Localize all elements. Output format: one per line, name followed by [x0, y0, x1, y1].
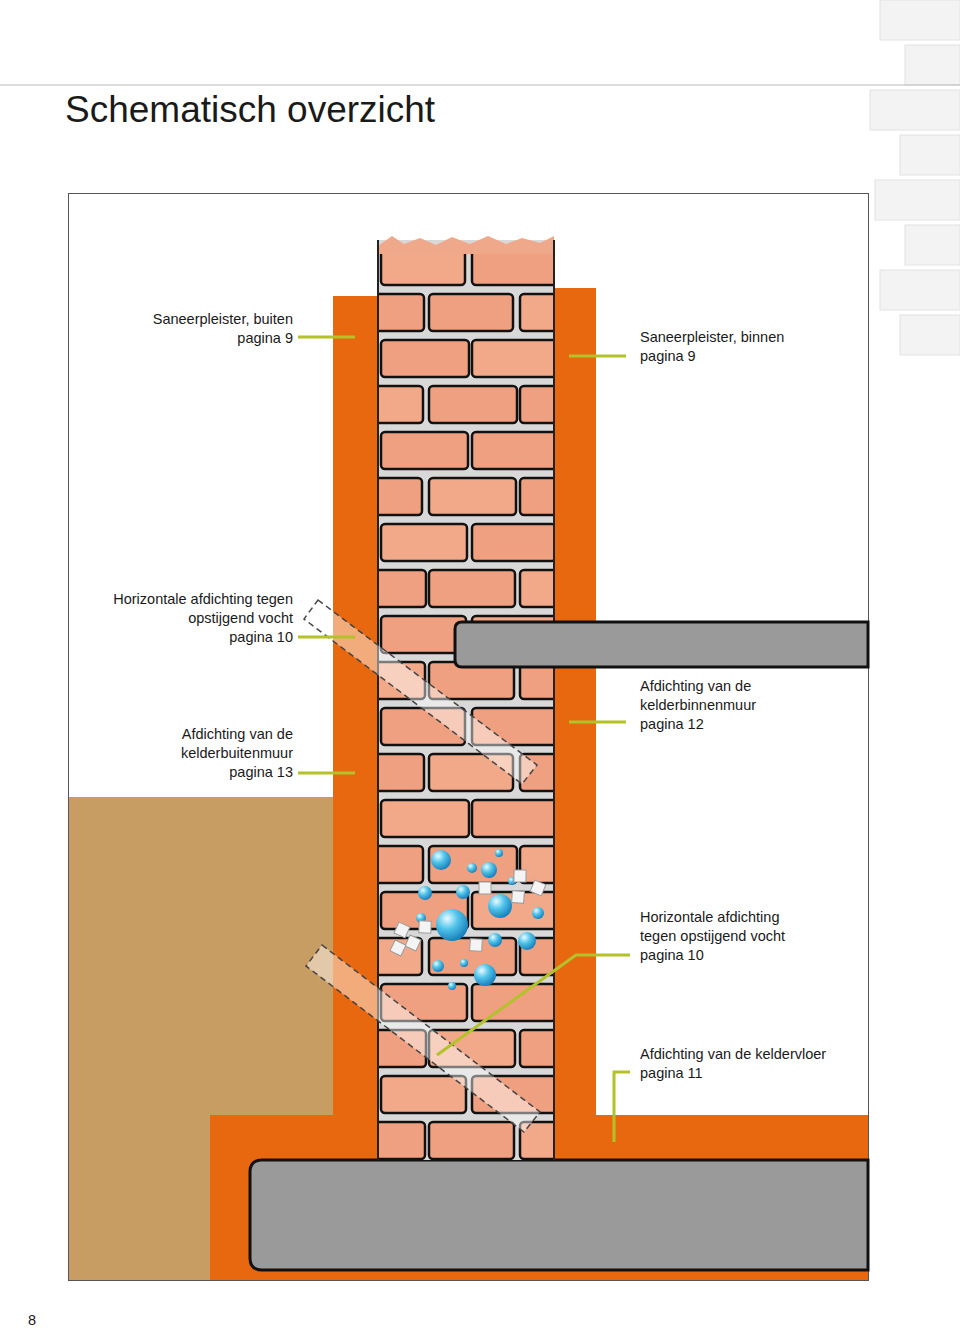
callout-label: Horizontale afdichting tegen opstijgend … [108, 590, 293, 628]
foundation-slab [250, 1160, 868, 1270]
callout-label: Afdichting van de kelderbinnenmuur [640, 677, 770, 715]
top-rule [0, 85, 960, 86]
background-texture [870, 0, 960, 355]
page-reference: pagina 11 [640, 1064, 860, 1083]
leader-lines [298, 337, 630, 1142]
page-title: Schematisch overzicht [65, 88, 435, 132]
callout-label: Saneerpleister, buiten [93, 310, 293, 329]
frame [69, 194, 869, 1281]
page-number: 8 [28, 1311, 68, 1329]
horizontal-seal-lower [306, 945, 540, 1132]
horizontal-seal-upper [304, 600, 537, 784]
callout-label: Horizontale afdichting tegen opstijgend … [640, 908, 805, 946]
callout-label: Afdichting van de kelderbuitenmuur [165, 725, 293, 763]
floor-seal [596, 1118, 868, 1163]
inner-plaster [550, 288, 596, 1126]
moisture-salts [390, 849, 546, 990]
wall-top [378, 236, 554, 254]
page-reference: pagina 10 [108, 628, 293, 647]
page-reference: pagina 13 [165, 763, 293, 782]
page-reference: pagina 9 [93, 329, 293, 348]
basement-floor [455, 622, 868, 667]
page-reference: pagina 9 [640, 347, 840, 366]
wall-edge [553, 240, 555, 1160]
callout-label: Afdichting van de keldervloer [640, 1045, 860, 1064]
callout-label: Saneerpleister, binnen [640, 328, 840, 347]
page-reference: pagina 10 [640, 946, 805, 965]
page-reference: pagina 12 [640, 715, 770, 734]
footing-seal [210, 1115, 868, 1280]
